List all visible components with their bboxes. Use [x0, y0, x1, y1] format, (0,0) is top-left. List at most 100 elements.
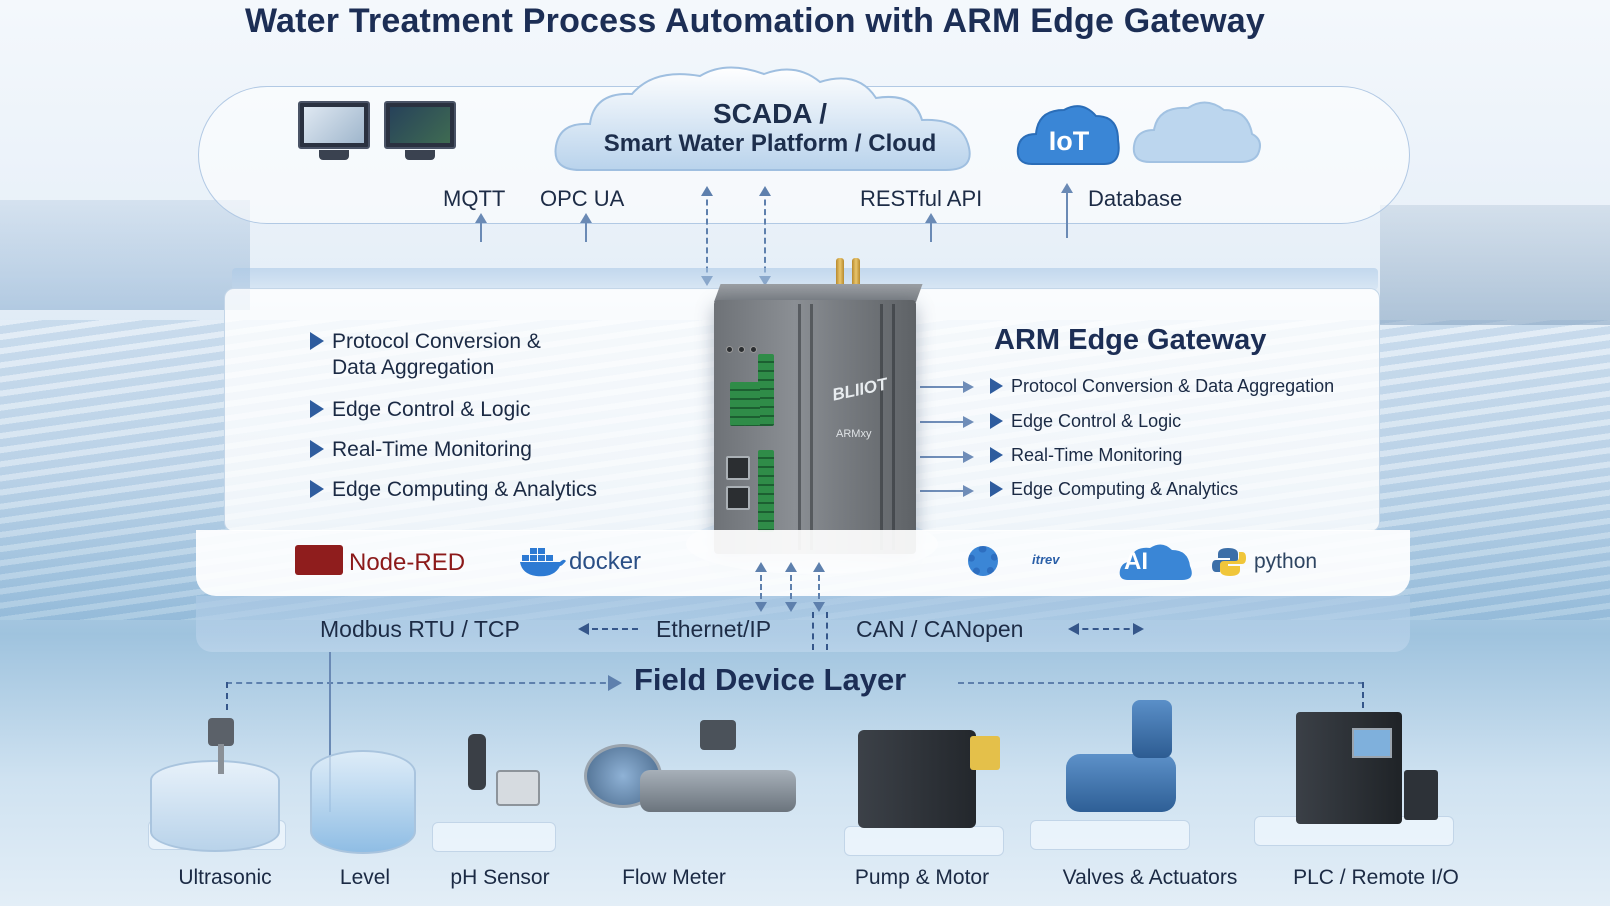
- ethernet-port: [726, 486, 750, 510]
- bullet-icon: [310, 400, 324, 418]
- restful-up-arrow: [925, 213, 937, 242]
- led-indicator: [726, 346, 733, 353]
- feature-left-control: Edge Control & Logic: [310, 398, 530, 422]
- feature-right-protocol: Protocol Conversion & Data Aggregation: [990, 376, 1334, 397]
- actuator-icon: [1132, 700, 1172, 758]
- mqtt-up-arrow: [475, 213, 487, 242]
- device-ridge: [880, 304, 883, 550]
- modbus-arrow: [578, 623, 638, 635]
- device-base: [432, 822, 556, 852]
- monitor-stand: [405, 150, 435, 160]
- software-logo-strip: [196, 530, 1410, 596]
- ph-probe-icon: [468, 734, 486, 790]
- downlink-arrow: [785, 562, 797, 612]
- device-label-level: Level: [339, 866, 391, 889]
- feature-left-aggregation: Data Aggregation: [332, 356, 495, 379]
- scada-label: SCADA /: [712, 98, 828, 129]
- mqtt-label: MQTT: [443, 186, 506, 211]
- bullet-icon: [310, 480, 324, 498]
- level-tank: [310, 750, 416, 854]
- can-arrow: [1068, 623, 1144, 635]
- bullet-icon: [990, 447, 1003, 463]
- ph-meter-icon: [496, 770, 540, 806]
- field-layer-line: [226, 682, 616, 684]
- cloud-icon: [554, 66, 971, 171]
- ultrasonic-sensor-icon: [208, 718, 234, 746]
- page-title: Water Treatment Process Automation with …: [244, 2, 1266, 40]
- led-indicator: [750, 346, 757, 353]
- can-label: CAN / CANopen: [856, 616, 1024, 642]
- gateway-title: ARM Edge Gateway: [994, 324, 1267, 356]
- ethernet-port: [726, 456, 750, 480]
- opcua-label: OPC UA: [540, 186, 625, 211]
- itrev-logo: itrev: [1032, 552, 1060, 567]
- pump-motor-icon: [858, 730, 976, 828]
- docker-label: docker: [569, 548, 642, 575]
- device-label-ultrasonic: Ultrasonic: [178, 866, 272, 889]
- smart-water-platform-label: Smart Water Platform / Cloud: [603, 130, 937, 157]
- feature-arrow: [920, 416, 974, 428]
- field-layer-title: Field Device Layer: [634, 662, 907, 697]
- ultrasonic-probe: [218, 744, 224, 774]
- valve-body-icon: [1066, 754, 1176, 812]
- modbus-drop-line: [329, 652, 331, 812]
- device-base: [1030, 820, 1190, 850]
- terminal-block: [758, 450, 774, 532]
- device-label-plc: PLC / Remote I/O: [1293, 866, 1459, 889]
- downlink-arrow: [755, 562, 767, 612]
- plc-screen-icon: [1352, 728, 1392, 758]
- feature-arrow: [920, 381, 974, 393]
- iot-label: IoT: [1048, 126, 1090, 156]
- flow-pipe: [640, 770, 796, 812]
- ai-cloud-icon: [1119, 544, 1192, 580]
- downlink-arrow: [813, 562, 825, 612]
- field-layer-arrow: [608, 675, 622, 691]
- monitor-icon: [298, 101, 370, 149]
- led-indicator: [738, 346, 745, 353]
- city-skyline-background: [0, 200, 250, 310]
- remote-io-icon: [1404, 770, 1438, 820]
- opcua-up-arrow: [580, 213, 592, 242]
- device-label-ph-sensor: pH Sensor: [450, 866, 550, 889]
- bullet-icon: [990, 481, 1003, 497]
- field-drop-line: [226, 682, 228, 710]
- python-icon: [1212, 548, 1246, 576]
- device-label-valves: Valves & Actuators: [1062, 866, 1238, 889]
- bullet-icon: [990, 378, 1003, 394]
- antenna-icon: [836, 258, 844, 298]
- device-ridge: [810, 304, 813, 550]
- bullet-icon: [310, 332, 324, 350]
- arm-edge-gateway-device: [714, 300, 916, 554]
- antenna-icon: [852, 258, 860, 298]
- comm-divider: [812, 612, 814, 650]
- treatment-plant-background: [1380, 205, 1610, 325]
- feature-right-monitoring: Real-Time Monitoring: [990, 445, 1182, 466]
- cloud-icon: [1132, 101, 1261, 163]
- database-arrow: [1061, 183, 1073, 238]
- device-label-flow-meter: Flow Meter: [622, 866, 726, 889]
- feature-right-control: Edge Control & Logic: [990, 411, 1181, 432]
- iot-cloud-icon: [1016, 105, 1120, 165]
- bullet-icon: [990, 413, 1003, 429]
- ultrasonic-tank: [150, 760, 280, 852]
- terminal-block: [758, 354, 774, 426]
- field-drop-line: [1362, 682, 1364, 708]
- feature-left-computing: Edge Computing & Analytics: [310, 478, 597, 502]
- monitor-stand: [319, 150, 349, 160]
- feature-arrow: [920, 485, 974, 497]
- ai-label: AI: [1124, 548, 1148, 575]
- docker-icon: [520, 548, 566, 577]
- device-label-pump-motor: Pump & Motor: [854, 866, 990, 889]
- modbus-label: Modbus RTU / TCP: [320, 616, 520, 642]
- node-red-label: Node-RED: [349, 549, 466, 576]
- ethernetip-label: Ethernet/IP: [656, 616, 772, 642]
- comm-divider: [826, 612, 828, 650]
- bullet-icon: [310, 440, 324, 458]
- device-base: [844, 826, 1004, 856]
- feature-left-protocol: Protocol Conversion &: [310, 330, 541, 354]
- terminal-block: [744, 382, 760, 426]
- feature-left-monitoring: Real-Time Monitoring: [310, 438, 532, 462]
- gateway-band: [232, 268, 1378, 290]
- communication-bar: [196, 596, 1410, 652]
- restful-api-label: RESTful API: [860, 186, 983, 211]
